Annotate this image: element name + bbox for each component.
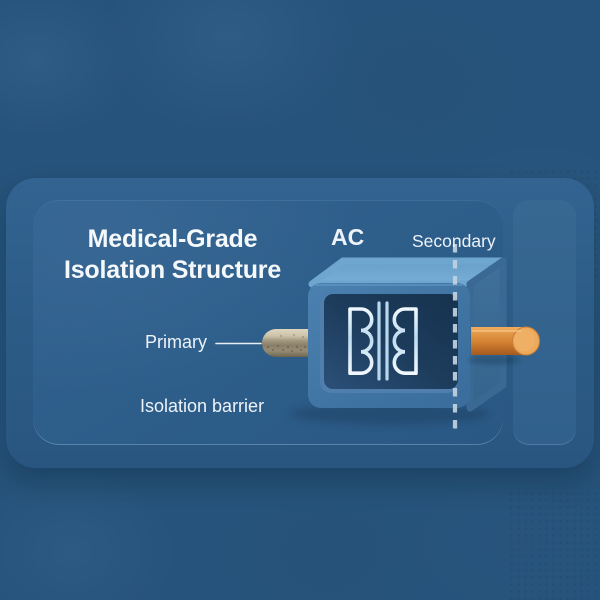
label-secondary: Secondary bbox=[412, 231, 496, 251]
title-line-1: Medical-Grade bbox=[87, 225, 258, 253]
title-line-2: Isolation Structure bbox=[63, 256, 282, 284]
label-primary: Primary bbox=[145, 332, 207, 352]
halftone-texture-bottom-right bbox=[508, 490, 600, 600]
label-ac: AC bbox=[331, 224, 365, 250]
label-isolation-barrier: Isolation barrier bbox=[140, 396, 265, 416]
next-card-peek bbox=[513, 200, 576, 445]
page-title: Medical-Grade Isolation Structure bbox=[40, 224, 305, 286]
